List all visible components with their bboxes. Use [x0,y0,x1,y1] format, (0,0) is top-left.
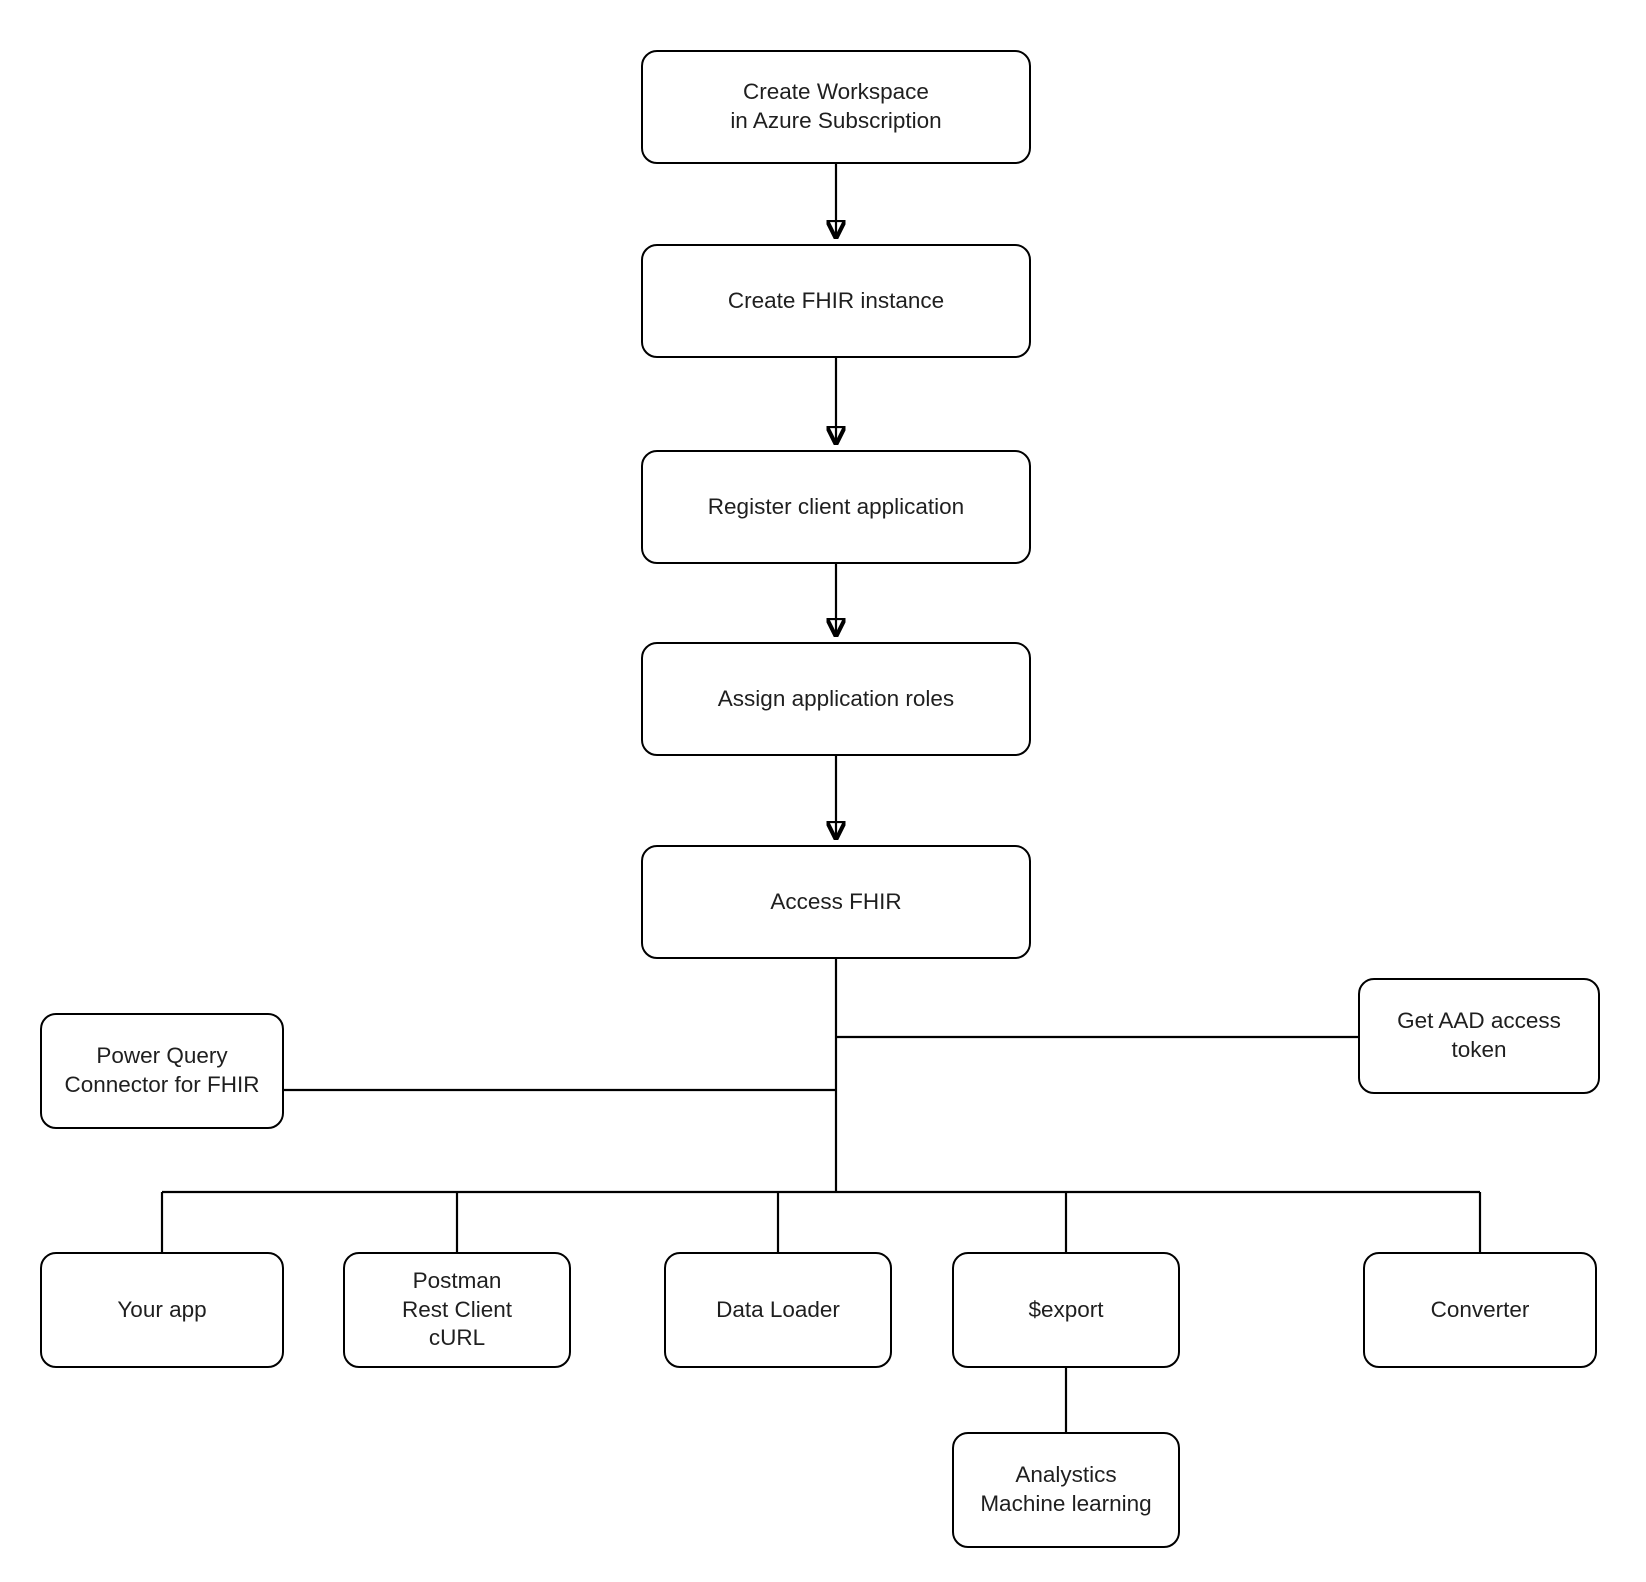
node-label: Converter [1430,1296,1530,1322]
node-label: Postman Rest Client cURL [401,1267,513,1351]
node-create-workspace: Create Workspace in Azure Subscription [641,50,1031,164]
node-label: Access FHIR [770,888,902,914]
node-register-client-application: Register client application [641,450,1031,564]
node-label: Analystics Machine learning [980,1462,1152,1516]
node-create-fhir-instance: Create FHIR instance [641,244,1031,358]
node-your-app: Your app [40,1252,284,1368]
node-label: Create FHIR instance [727,287,945,313]
node-power-query-connector: Power Query Connector for FHIR [40,1013,284,1129]
node-analytics-machine-learning: Analystics Machine learning [952,1432,1180,1548]
node-label: Create Workspace in Azure Subscription [730,79,942,133]
node-data-loader: Data Loader [664,1252,892,1368]
node-label: Your app [117,1296,207,1322]
node-label: Data Loader [716,1296,840,1322]
node-postman-rest-client-curl: Postman Rest Client cURL [343,1252,571,1368]
node-label: Power Query Connector for FHIR [64,1043,260,1097]
node-get-aad-access-token: Get AAD access token [1358,978,1600,1094]
node-access-fhir: Access FHIR [641,845,1031,959]
node-label: Register client application [707,493,965,519]
node-label: $export [1028,1296,1104,1322]
node-label: Get AAD access token [1397,1008,1561,1062]
node-export: $export [952,1252,1180,1368]
node-label: Assign application roles [717,685,955,711]
node-assign-application-roles: Assign application roles [641,642,1031,756]
node-converter: Converter [1363,1252,1597,1368]
